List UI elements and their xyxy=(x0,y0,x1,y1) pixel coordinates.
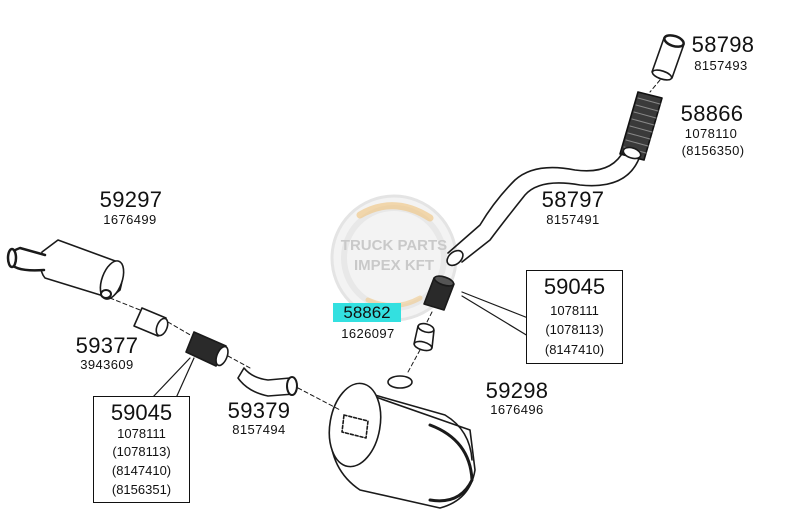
part-59045-right-code: 59045 xyxy=(543,274,606,299)
flex-hose-58866 xyxy=(619,91,663,161)
part-59379-ref: 8157494 xyxy=(232,422,286,437)
part-59045-right-ref: (1078113) xyxy=(545,322,604,337)
part-59297-ref: 1676499 xyxy=(103,212,157,227)
connector-58862 xyxy=(413,322,435,352)
part-59297-code: 59297 xyxy=(99,187,163,212)
part-59377-code: 59377 xyxy=(75,333,139,358)
part-59298-ref: 1676496 xyxy=(490,402,544,417)
watermark-line1: TRUCK PARTS xyxy=(340,237,448,254)
part-59045-left-ref: 1078111 xyxy=(117,426,166,441)
part-58797-code: 58797 xyxy=(541,187,605,212)
part-58866-code: 58866 xyxy=(680,101,744,126)
part-59045-left-code: 59045 xyxy=(110,400,173,425)
part-59045-left-ref: (8147410) xyxy=(111,463,172,478)
part-59379-code: 59379 xyxy=(227,398,291,423)
part-59377-ref: 3943609 xyxy=(80,357,134,372)
part-59045-right-box: 59045 1078111 (1078113) (8147410) xyxy=(526,270,623,364)
pipe-58797 xyxy=(446,146,642,267)
sleeve-59045-right xyxy=(423,275,455,311)
part-59045-right-ref: (8147410) xyxy=(544,342,605,357)
muffler-59298 xyxy=(328,375,476,509)
part-59045-right-ref: 1078111 xyxy=(550,303,599,318)
elbow-pipe-59379 xyxy=(237,367,298,397)
part-58798-ref: 8157493 xyxy=(694,58,748,73)
part-58798-code: 58798 xyxy=(691,32,755,57)
part-59045-left-box: 59045 1078111 (1078113) (8147410) (81563… xyxy=(93,396,190,503)
muffler-59297 xyxy=(6,239,125,300)
part-58862-ref: 1626097 xyxy=(341,326,395,341)
watermark-line2: IMPEX KFT xyxy=(353,257,434,274)
sleeve-59377 xyxy=(133,307,169,337)
part-59045-left-ref: (1078113) xyxy=(112,444,171,459)
part-58866-ref1: 1078110 xyxy=(684,126,738,141)
part-59298-code: 59298 xyxy=(485,378,549,403)
tail-pipe-58798 xyxy=(651,34,685,81)
part-58862-code: 58862 xyxy=(333,303,401,322)
part-59045-left-ref: (8156351) xyxy=(111,482,172,497)
part-58866-ref2: (8156350) xyxy=(681,143,745,158)
part-58797-ref: 8157491 xyxy=(546,212,600,227)
sleeve-59045-left xyxy=(185,331,229,367)
